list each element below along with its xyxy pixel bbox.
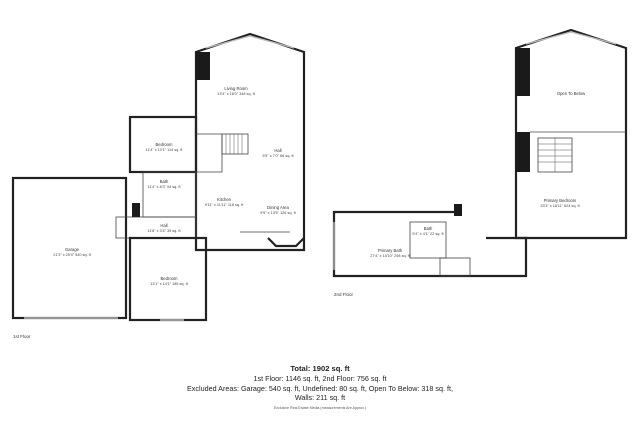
room-label-living-room: Living Room	[224, 86, 248, 91]
room-dims-hall-lower: 11'8" x 3'4" 39 sq. ft	[148, 229, 182, 233]
room-dims-hall-upper: 9'5" x 7'0" 66 sq. ft	[262, 154, 294, 158]
total-area: Total: 1902 sq. ft	[290, 364, 350, 373]
room-label-primary-bedroom: Primary Bedroom	[544, 198, 577, 203]
second-floor-plan: Open To Below Primary Bedroom 33'3" x 18…	[332, 28, 628, 297]
area-summary: Total: 1902 sq. ft 1st Floor: 1146 sq. f…	[0, 364, 640, 410]
room-label-hall-upper: Hall	[274, 148, 281, 153]
bath-small-walls	[409, 221, 447, 259]
primary-bath-walls	[332, 210, 528, 278]
room-dims-bath: 11'4" x 8'3" 94 sq. ft	[148, 185, 182, 189]
primary-bedroom-walls	[514, 28, 628, 240]
column-solid	[454, 204, 462, 216]
room-label-hall-lower: Hall	[160, 223, 167, 228]
closet-walls	[439, 257, 471, 277]
floor-label-second: 2nd Floor	[334, 292, 354, 297]
living-room-walls	[194, 32, 306, 252]
room-dims-bath-second: 5'4" x 4'1" 22 sq. ft	[412, 232, 444, 236]
stair-treads	[225, 134, 243, 154]
chimney-upper	[516, 48, 530, 96]
dining-bay-window	[267, 237, 305, 248]
first-floor-plan: Living Room 13'4" x 18'0" 348 sq. ft Bed…	[11, 32, 306, 339]
room-label-open-to-below: Open To Below	[557, 91, 586, 96]
room-label-dining-area: Dining Area	[267, 205, 289, 210]
room-dims-bedroom-upper: 11'4" x 10'1" 114 sq. ft	[146, 148, 184, 152]
hall-lower-walls	[115, 216, 197, 239]
water-heater	[132, 203, 140, 217]
living-room-top-windows	[205, 35, 295, 49]
room-dims-bedroom-lower: 13'1" x 14'1" 185 sq. ft	[150, 282, 188, 286]
upper-top-windows	[525, 31, 617, 45]
room-dims-living-room: 13'4" x 18'0" 348 sq. ft	[217, 92, 255, 96]
walls-area: Walls: 211 sq. ft	[294, 393, 346, 402]
room-dims-dining-area: 9'5" x 13'5" 126 sq. ft	[260, 211, 296, 215]
floor-label-first: 1st Floor	[13, 334, 31, 339]
fireplace	[196, 52, 210, 80]
floor-areas: 1st Floor: 1146 sq. ft, 2nd Floor: 756 s…	[253, 374, 387, 383]
hall-partition	[196, 133, 223, 173]
chimney-lower	[516, 132, 530, 172]
room-dims-primary-bedroom: 33'3" x 18'11" 624 sq. ft	[540, 204, 580, 208]
room-dims-primary-bath: 27'4" x 15'10" 298 sq. ft	[370, 254, 411, 258]
room-label-bedroom-lower: Bedroom	[161, 276, 179, 281]
room-dims-garage: 21'3" x 25'4" 540 sq. ft	[53, 253, 91, 257]
room-dims-kitchen: 9'11" x 11'11" 118 sq. ft	[205, 203, 244, 207]
excluded-areas: Excluded Areas: Garage: 540 sq. ft, Unde…	[187, 383, 453, 393]
room-label-kitchen: Kitchen	[217, 197, 232, 202]
room-label-garage: Garage	[65, 247, 80, 252]
room-label-bath-second: Bath	[424, 226, 433, 231]
room-label-primary-bath: Primary Bath	[378, 248, 403, 253]
stair-treads-second	[538, 138, 572, 172]
room-label-bath: Bath	[160, 179, 169, 184]
bath-walls	[142, 171, 197, 218]
room-label-bedroom-upper: Bedroom	[156, 142, 174, 147]
disclaimer: Exclusive Real Estate Media (measurement…	[273, 405, 367, 410]
